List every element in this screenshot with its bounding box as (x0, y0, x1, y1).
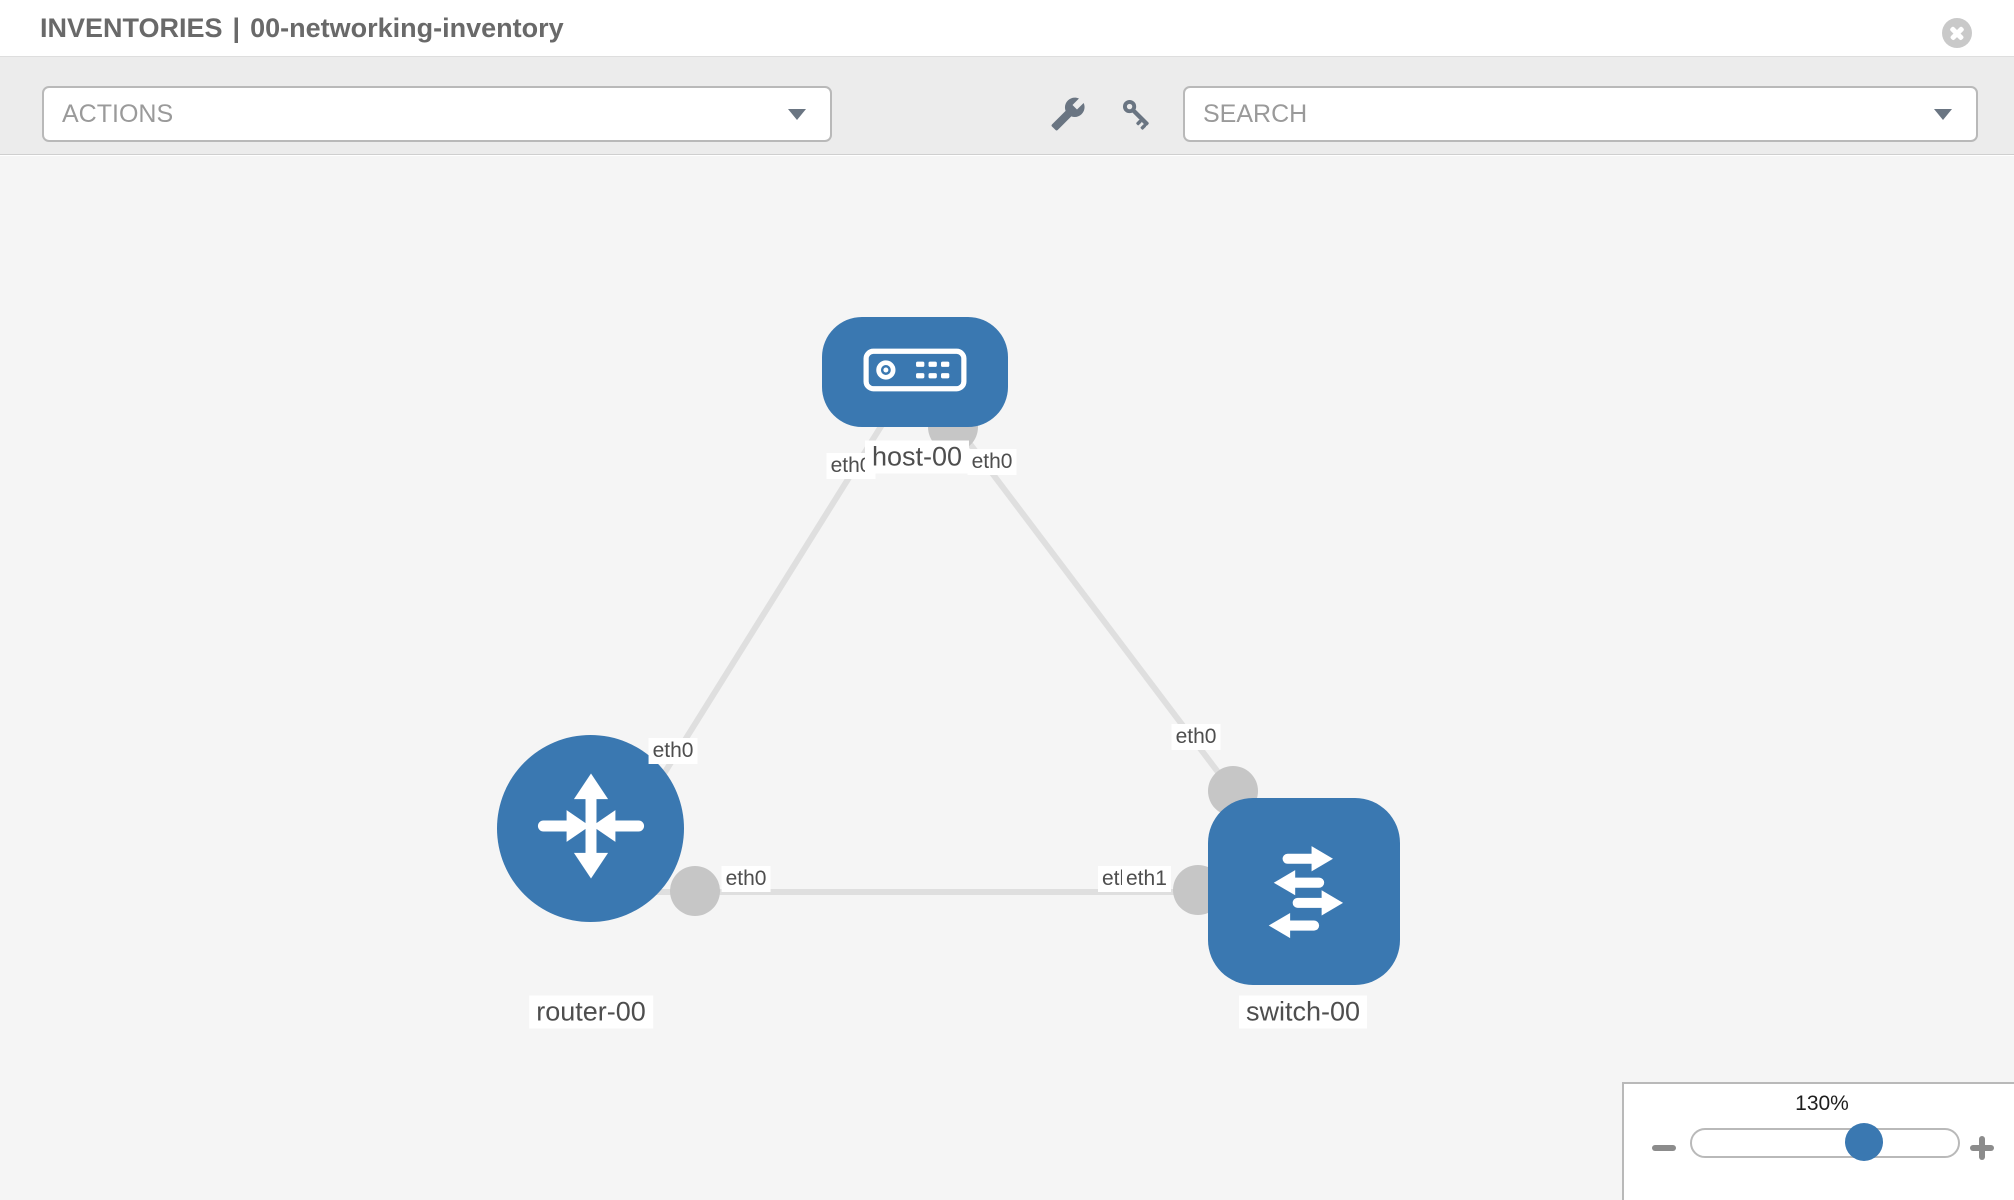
header: INVENTORIES | 00-networking-inventory (0, 0, 2014, 57)
host-icon (863, 348, 967, 397)
actions-dropdown-label: ACTIONS (62, 99, 174, 128)
topology-canvas[interactable]: eth0 eth0 eth0 eth0 eth0 eth0 eth1 host-… (0, 156, 2014, 1200)
switch-icon (1240, 826, 1368, 957)
zoom-slider-thumb[interactable] (1845, 1123, 1883, 1161)
key-icon (1119, 96, 1155, 132)
credentials-button[interactable] (1115, 92, 1159, 136)
port-connector-router (670, 866, 720, 916)
zoom-in-button[interactable] (1970, 1136, 1994, 1160)
wrench-icon (1050, 96, 1086, 132)
port-label: eth0 (721, 866, 771, 892)
page-title: INVENTORIES | 00-networking-inventory (40, 0, 564, 56)
chevron-down-icon (1934, 108, 1952, 120)
actions-dropdown[interactable]: ACTIONS (42, 86, 832, 142)
port-label: eth1 (1122, 866, 1171, 892)
chevron-down-icon (788, 108, 806, 120)
topology-edges (587, 394, 1310, 916)
title-separator: | (232, 13, 241, 43)
inventory-name: 00-networking-inventory (250, 13, 564, 43)
minus-icon (1652, 1145, 1676, 1151)
node-host-00[interactable] (822, 317, 1008, 427)
port-label: eth0 (1171, 724, 1221, 750)
search-dropdown-label: SEARCH (1203, 99, 1308, 128)
zoom-out-button[interactable] (1652, 1136, 1676, 1160)
title-section: INVENTORIES (40, 13, 223, 43)
close-button[interactable] (1942, 18, 1972, 48)
zoom-level-label: 130% (1795, 1092, 1849, 1115)
node-router-00[interactable] (497, 735, 684, 922)
configure-button[interactable] (1046, 92, 1090, 136)
port-label: eth0 (648, 738, 698, 764)
toolbar: ACTIONS SEARCH (0, 57, 2014, 155)
search-dropdown[interactable]: SEARCH (1183, 86, 1978, 142)
port-label: eth0 (967, 449, 1017, 475)
node-label-switch: switch-00 (1238, 995, 1368, 1029)
node-label-host: host-00 (864, 440, 970, 474)
node-label-router: router-00 (529, 995, 653, 1029)
zoom-slider-track[interactable] (1690, 1128, 1960, 1158)
router-icon (530, 765, 652, 892)
node-switch-00[interactable] (1208, 798, 1400, 985)
zoom-panel: 130% (1622, 1082, 2014, 1200)
